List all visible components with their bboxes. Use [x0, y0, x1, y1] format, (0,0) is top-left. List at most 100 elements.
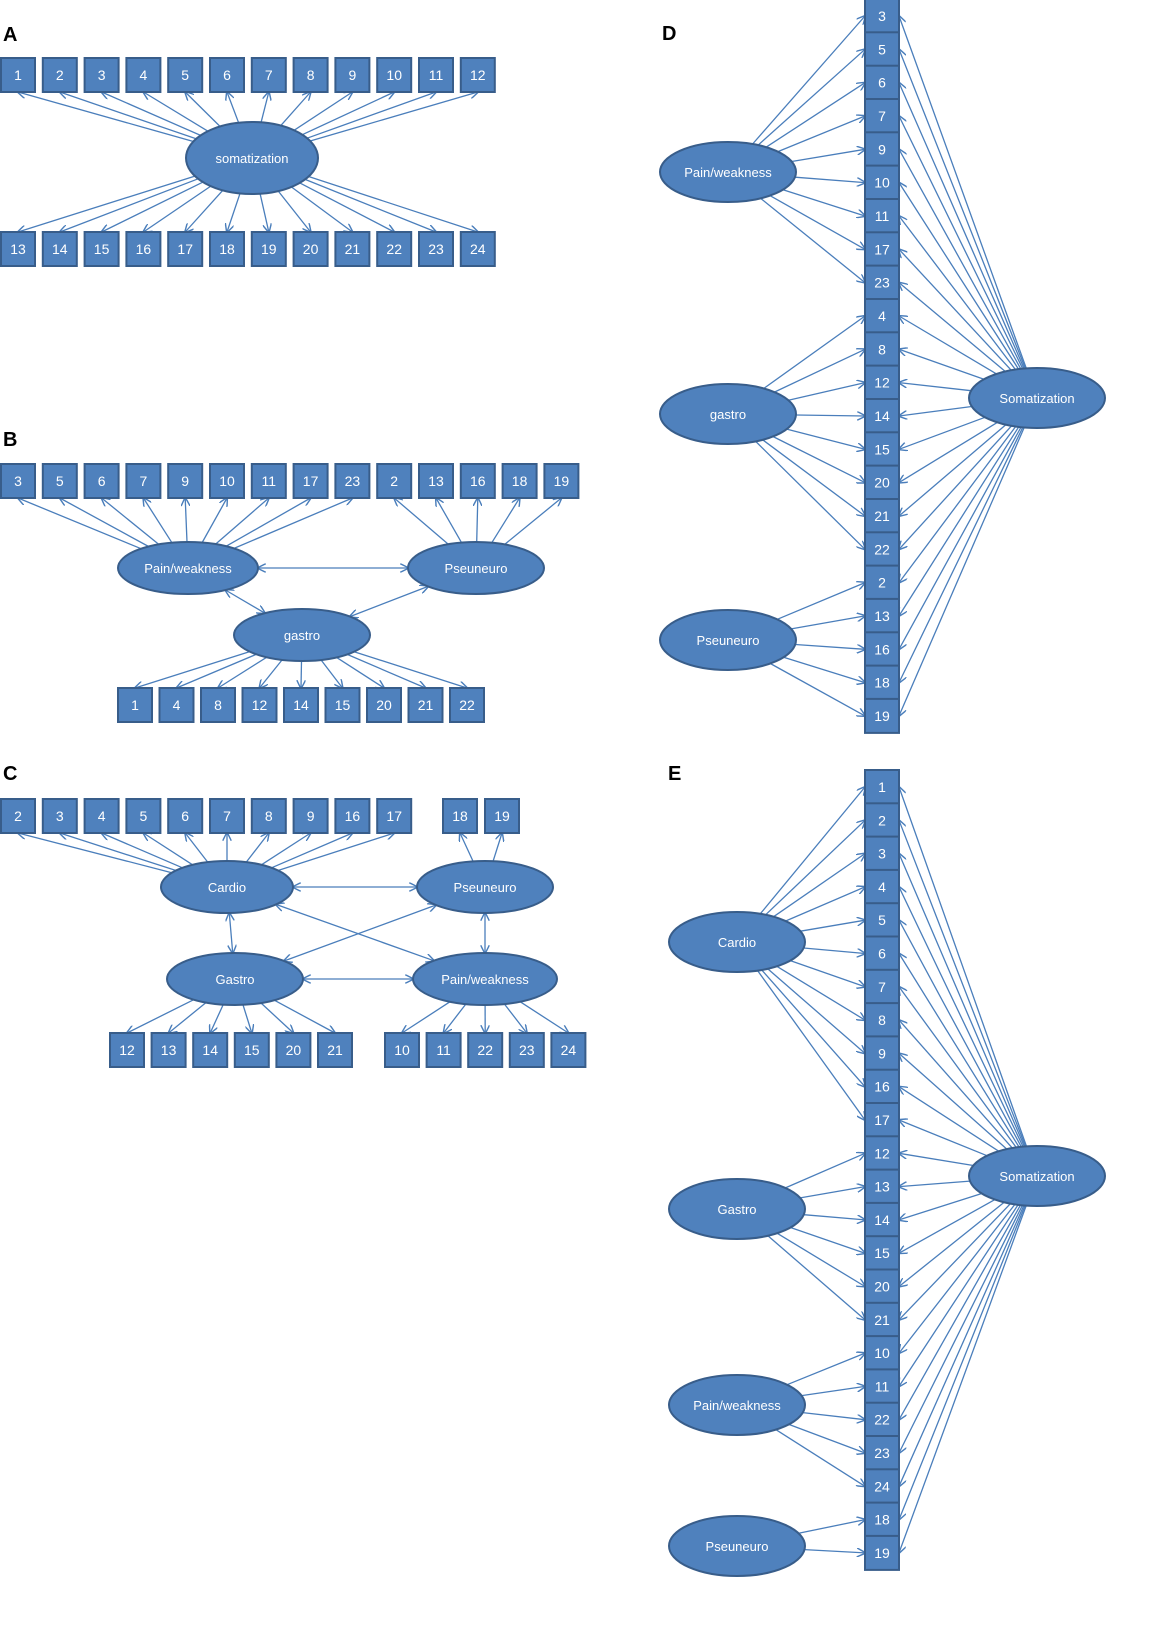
- panel-a-item-21: 21: [334, 231, 371, 267]
- panel-d-label: D: [662, 23, 676, 45]
- panel-e-loading-pain-to-23: [788, 1423, 865, 1453]
- panel-d-loading-soma-to-21: [899, 424, 1007, 516]
- panel-e-loading-soma-to-24: [899, 1205, 1025, 1486]
- panel-d-item-label: 12: [874, 375, 890, 391]
- panel-e-loading-pain-to-22: [802, 1411, 865, 1420]
- panel-c-loading-gastro-to-15: [242, 1004, 252, 1033]
- panel-d-loading-soma-to-20: [899, 421, 998, 482]
- panel-c-loading-pseu-to-18: [460, 833, 474, 862]
- panel-a-loading-somatization-to-16: [143, 185, 212, 232]
- panel-b-item-box: [167, 463, 204, 499]
- panel-b-item-9: 9: [167, 463, 204, 499]
- panel-d-loading-pseu-to-18: [783, 656, 865, 682]
- panel-b-item-label: 6: [98, 473, 106, 489]
- panel-b-item-label: 8: [214, 697, 222, 713]
- panel-c-item-box: [384, 1032, 420, 1068]
- panel-d-item-label: 13: [874, 608, 890, 624]
- panel-e-item-label: 8: [878, 1012, 886, 1028]
- panel-c-item-box: [317, 1032, 353, 1068]
- panel-b-item-10: 10: [209, 463, 245, 499]
- panel-e-latent-cardio: Cardio: [668, 911, 806, 973]
- panel-e-item-label: 22: [874, 1412, 890, 1428]
- panel-c-item-box: [83, 798, 120, 834]
- panel-e-item-label: 13: [874, 1179, 890, 1195]
- panel-d-item-22: 22: [864, 531, 900, 568]
- panel-e-loading-soma-to-3: [899, 854, 1025, 1147]
- panel-b-item-14: 14: [283, 687, 319, 723]
- panel-d-loading-soma-to-2: [899, 426, 1017, 583]
- panel-d-item-16: 16: [864, 631, 900, 668]
- panel-d-latent-label: Pain/weakness: [684, 165, 772, 180]
- panel-a-item-label: 17: [177, 241, 193, 257]
- panel-e-item-box: [864, 1002, 900, 1039]
- panel-c-latent-label: Pseuneuro: [454, 880, 517, 895]
- panel-d-item-label: 9: [878, 141, 886, 157]
- panel-e-loading-gastro-to-12: [785, 1153, 865, 1189]
- panel-b-loading-pseu-to-13: [436, 498, 463, 543]
- panel-a-item-label: 21: [345, 241, 361, 257]
- panel-e-item-17: 17: [864, 1102, 900, 1138]
- panel-b-item-label: 4: [173, 697, 181, 713]
- panel-d-loading-soma-to-14: [899, 405, 972, 417]
- panel-e-item-box: [864, 968, 900, 1005]
- panel-d-item-13: 13: [864, 597, 900, 634]
- panel-d-item-2: 2: [864, 564, 900, 601]
- panel-e-item-label: 23: [874, 1445, 890, 1461]
- panel-e-loading-gastro-to-13: [800, 1187, 865, 1199]
- panel-b-item-label: 12: [252, 697, 268, 713]
- panel-d-loading-soma-to-5: [899, 49, 1026, 369]
- panel-c-loading-pain-to-11: [444, 1003, 467, 1033]
- panel-c-item-23: 23: [508, 1032, 545, 1068]
- panel-e-item-label: 15: [874, 1245, 890, 1261]
- panel-e-loading-soma-to-18: [899, 1205, 1026, 1520]
- panel-e-loading-soma-to-8: [899, 1020, 1013, 1149]
- panel-c-item-7: 7: [209, 798, 245, 834]
- panel-b-item-box: [459, 463, 496, 499]
- panel-d-loading-gastro-to-12: [788, 383, 865, 401]
- panel-d-loading-pseu-to-2: [777, 583, 865, 620]
- panel-d-loading-gastro-to-14: [795, 415, 865, 416]
- edges-layer: [18, 16, 1028, 1553]
- panel-e-loading-gastro-to-14: [803, 1214, 865, 1220]
- panel-a-loading-somatization-to-18: [227, 193, 241, 232]
- panel-a-loading-somatization-to-23: [304, 178, 436, 232]
- panel-e-loading-cardio-to-6: [803, 947, 865, 954]
- panel-c-latent-label: Pain/weakness: [441, 972, 529, 987]
- panel-e-item-21: 21: [864, 1301, 900, 1338]
- panel-a-loading-somatization-to-2: [60, 92, 197, 140]
- panel-b-item-box: [158, 687, 195, 723]
- panel-a-item-label: 6: [223, 67, 231, 83]
- panel-a-latent-label: somatization: [216, 151, 289, 166]
- panel-d-item-box: [864, 597, 900, 634]
- panel-d-loading-gastro-to-8: [774, 349, 865, 393]
- panel-e-item-box: [864, 1068, 900, 1105]
- panel-e-latent-label: Somatization: [999, 1169, 1074, 1184]
- panel-b-correlation-pain-gastro: [225, 590, 265, 613]
- panel-b-item-box: [117, 687, 153, 723]
- panel-e-item-label: 2: [878, 812, 886, 828]
- panel-a-item-16: 16: [125, 231, 162, 267]
- panel-b-item-box: [241, 687, 278, 723]
- panel-d-item-4: 4: [864, 298, 900, 334]
- panel-c-item-label: 5: [140, 808, 148, 824]
- panel-a-latent-somatization: somatization: [185, 121, 319, 195]
- panel-e-latent-ellipse: [968, 1145, 1106, 1207]
- panel-a-item-24: 24: [459, 231, 496, 267]
- panel-e-item-24: 24: [864, 1468, 900, 1505]
- panel-b-loading-pain-to-5: [60, 498, 149, 548]
- panel-a-item-15: 15: [83, 231, 120, 267]
- panel-c-item-label: 8: [265, 808, 273, 824]
- panel-e-loading-soma-to-14: [899, 1192, 982, 1220]
- panel-e-loading-cardio-to-3: [773, 854, 865, 918]
- panel-d-latent-label: gastro: [710, 407, 746, 422]
- panel-c-item-16: 16: [334, 798, 371, 834]
- panel-b-item-7: 7: [125, 463, 162, 499]
- panel-e-loading-soma-to-19: [899, 1205, 1027, 1553]
- panel-e-item-label: 1: [878, 779, 886, 795]
- panel-b-item-box: [366, 687, 402, 723]
- panel-e-item-13: 13: [864, 1168, 900, 1205]
- panel-e-item-label: 4: [878, 879, 886, 895]
- panel-c-latent-ellipse: [166, 952, 304, 1006]
- panel-c-correlation-cardio-gastro: [229, 913, 232, 953]
- panel-b-item-label: 9: [181, 473, 189, 489]
